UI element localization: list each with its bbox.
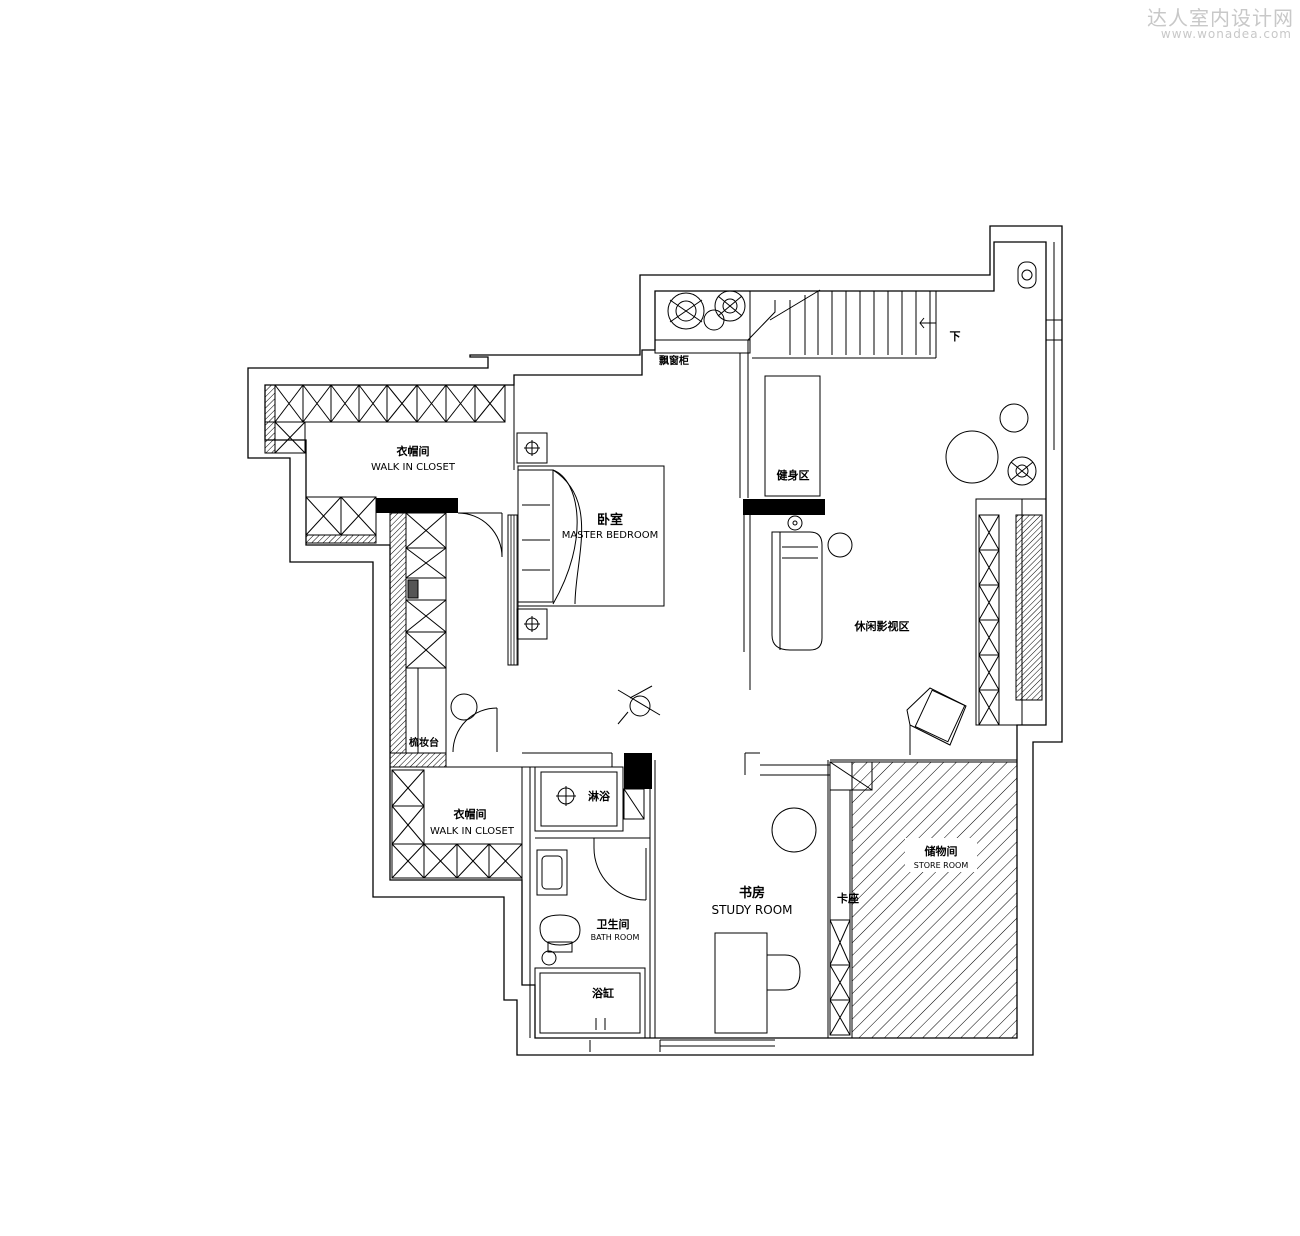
wall-block [376,498,458,513]
window-feature [1017,242,1062,450]
interior-walls [522,752,1017,1038]
store-room-label-cn: 储物间 [925,844,958,858]
bathroom-fixtures [534,837,650,1039]
closet-top-label-cn: 衣帽间 [397,444,430,458]
watermark-title: 达人室内设计网 [1147,6,1294,30]
gym-equipment [764,375,821,497]
study-label-en: STUDY ROOM [711,903,792,917]
dresser-label: 梳妆台 [408,736,439,749]
closet-top [264,384,506,544]
lounge-furniture [771,403,1037,755]
wardrobe-left [389,512,447,768]
watermark-url: www.wonadea.com [1160,27,1292,41]
staircase [747,289,937,359]
master-bedroom-label-cn: 卧室 [597,512,623,528]
shower-label: 淋浴 [588,789,611,803]
column-block [624,753,652,789]
bedroom-furniture [507,375,665,725]
bath-label-en: BATH ROOM [591,933,640,942]
bay-cabinet-label: 飘窗柜 [659,354,689,367]
bathtub-label: 浴缸 [592,986,614,1000]
tv-cabinet [975,498,1046,726]
store-room-hatch [851,761,1018,1039]
store-room-label-bg [905,838,977,872]
store-room-label-en: STORE ROOM [914,861,969,870]
partition-wall [739,353,751,690]
gym-label: 健身区 [777,468,810,482]
master-bedroom-label-en: MASTER BEDROOM [562,530,659,541]
study-label-cn: 书房 [739,885,765,901]
closet-doors [450,512,503,753]
shower [534,766,645,832]
closet-top-label-en: WALK IN CLOSET [371,462,456,473]
closet-bottom-label-cn: 衣帽间 [454,807,487,821]
lounge-label: 休闲影视区 [854,619,910,633]
bay-window-plants [654,290,751,354]
bath-label-cn: 卫生间 [597,917,630,931]
stairs-down-label: 下 [950,330,961,343]
closet-bottom [389,766,523,881]
booth-label: 卡座 [837,891,859,905]
study-furniture [589,807,817,1052]
wall-block [743,499,825,515]
closet-bottom-label-en: WALK IN CLOSET [430,826,515,837]
